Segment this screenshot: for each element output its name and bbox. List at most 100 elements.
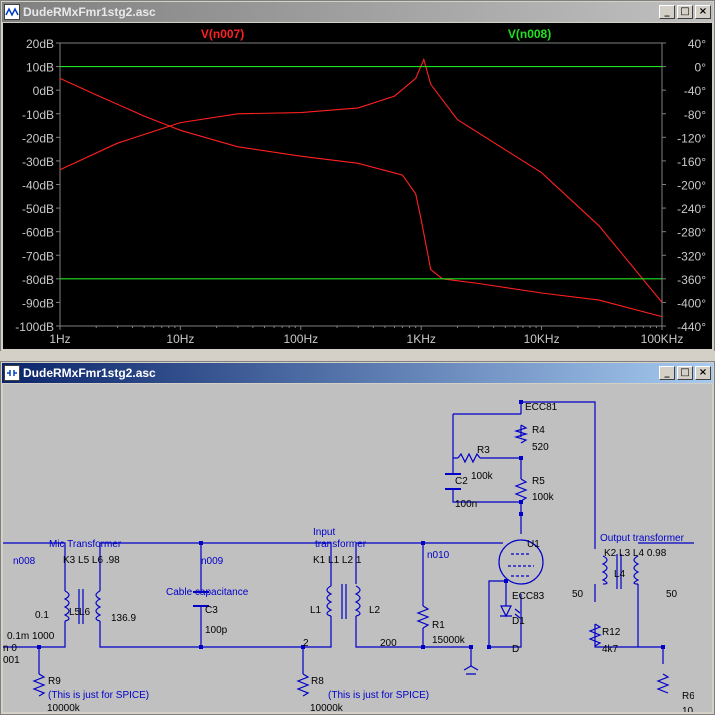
close-button[interactable]: × [695,5,711,19]
y-left-tick-label: -90dB [22,296,54,310]
svg-text:R9: R9 [48,676,61,687]
x-tick-label: 1KHz [407,332,436,346]
y-left-tick-label: -80dB [22,273,54,287]
schematic-icon [4,365,20,381]
y-left-tick-label: -10dB [22,108,54,122]
schematic-right-border [694,384,712,712]
y-left-tick-label: 10dB [26,61,54,75]
y-left-tick-label: -20dB [22,131,54,145]
svg-text:ECC83: ECC83 [512,591,545,602]
net-n008: n008 [13,556,36,567]
minimize-button[interactable]: _ [659,5,675,19]
y-right-tick-label: 40° [688,37,706,51]
svg-text:001: 001 [3,655,20,666]
schematic-canvas[interactable]: Mic Transformer K3 L5 L6 .98 Input trans… [3,384,712,712]
x-tick-label: 100KHz [641,332,684,346]
svg-text:0.1: 0.1 [35,610,49,621]
svg-text:R3: R3 [477,445,490,456]
svg-text:0.1m 1000: 0.1m 1000 [7,631,55,642]
bode-plot[interactable]: 20dB10dB0dB-10dB-20dB-30dB-40dB-50dB-60d… [3,23,712,349]
svg-text:15000k: 15000k [432,635,466,646]
series-magnitude-line [59,77,663,318]
x-tick-label: 100Hz [283,332,318,346]
component-values: L5 L6 136.9 0.1 0.1m 1000 n 0 001 C3 100… [3,402,695,712]
svg-text:C3: C3 [205,605,218,616]
schematic-window: DudeRMxFmr1stg2.asc _ □ × [0,361,715,715]
wires [3,401,698,675]
svg-text:100p: 100p [205,625,228,636]
svg-text:U1: U1 [527,539,540,550]
label-spice-note-r9: (This is just for SPICE) [48,690,149,701]
minimize-button[interactable]: _ [659,366,675,380]
x-tick-label: 10Hz [166,332,194,346]
svg-text:R8: R8 [311,676,324,687]
y-left-tick-label: -100dB [15,320,54,334]
plot-titlebar[interactable]: DudeRMxFmr1stg2.asc _ □ × [2,2,713,22]
net-n009: n009 [201,556,224,567]
svg-text:100k: 100k [532,492,555,503]
schematic-window-title: DudeRMxFmr1stg2.asc [23,366,156,380]
x-tick-label: 10KHz [524,332,560,346]
y-right-tick-label: -440° [677,320,706,334]
y-right-tick-label: -320° [677,249,706,263]
y-left-tick-label: -70dB [22,249,54,263]
svg-text:4k7: 4k7 [602,644,619,655]
svg-text:R4: R4 [532,425,545,436]
svg-text:L2: L2 [369,605,381,616]
svg-text:L6: L6 [79,607,91,618]
close-button[interactable]: × [695,366,711,380]
label-output-coupling: K2 L3 L4 0.98 [604,548,667,559]
y-right-tick-label: -40° [684,84,706,98]
svg-text:L5: L5 [69,607,81,618]
svg-text:520: 520 [532,442,549,453]
y-left-tick-label: -60dB [22,226,54,240]
y-left-tick-label: 20dB [26,37,54,51]
schematic-labels: Mic Transformer K3 L5 L6 .98 Input trans… [13,527,685,701]
y-right-tick-label: -360° [677,273,706,287]
maximize-button[interactable]: □ [677,366,693,380]
y-right-tick-label: -240° [677,202,706,216]
label-mic-coupling: K3 L5 L6 .98 [63,555,120,566]
plot-window-title: DudeRMxFmr1stg2.asc [23,5,156,19]
label-output-transformer: Output transformer [600,533,685,544]
y-left-tick-label: -50dB [22,202,54,216]
label-spice-note-r8: (This is just for SPICE) [328,690,429,701]
schematic-drawing[interactable]: Mic Transformer K3 L5 L6 .98 Input trans… [3,384,712,712]
svg-text:R12: R12 [602,627,621,638]
svg-text:136.9: 136.9 [111,613,136,624]
label-input-transformer-2: transformer [315,539,367,550]
y-left-tick-label: -30dB [22,155,54,169]
svg-text:n 0: n 0 [3,643,17,654]
svg-text:10000k: 10000k [47,703,81,712]
svg-text:10000k: 10000k [310,703,344,712]
svg-text:10: 10 [682,706,694,712]
svg-text:R6: R6 [682,691,695,702]
net-n010: n010 [427,550,450,561]
maximize-button[interactable]: □ [677,5,693,19]
svg-text:100n: 100n [455,499,477,510]
svg-text:R1: R1 [432,620,445,631]
series-phase-line [59,57,663,303]
legend-label: V(n008) [508,27,551,41]
legend-label: V(n007) [201,27,244,41]
junction-dots [37,400,665,649]
plot-frame [59,42,663,327]
svg-text:C2: C2 [455,476,468,487]
component-symbols [32,424,670,697]
svg-text:ECC81: ECC81 [525,402,558,413]
svg-text:L1: L1 [310,605,322,616]
x-tick-label: 1Hz [49,332,70,346]
svg-text:D1: D1 [512,616,525,627]
mdi-separator [0,351,715,361]
svg-text:R5: R5 [532,476,545,487]
y-right-tick-label: -160° [677,155,706,169]
svg-text:100k: 100k [471,471,494,482]
y-right-tick-label: -200° [677,179,706,193]
svg-text:D: D [512,644,519,655]
y-left-tick-label: 0dB [33,84,54,98]
svg-text:50: 50 [666,589,678,600]
label-mic-transformer: Mic Transformer [49,539,122,550]
schematic-titlebar[interactable]: DudeRMxFmr1stg2.asc _ □ × [2,363,713,383]
waveform-icon [4,4,20,20]
